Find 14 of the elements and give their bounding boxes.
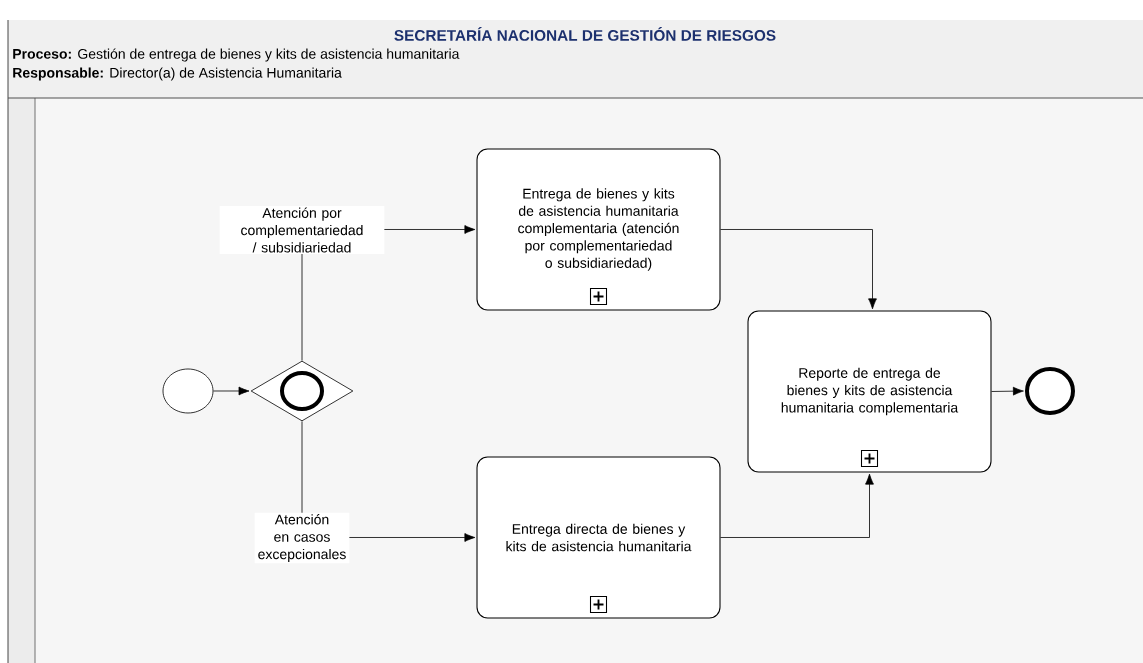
arrow [720, 473, 874, 538]
start-event-circle [162, 368, 214, 414]
subprocess-box: Reporte de entrega de bienes y kits de asistencia humanitaria complementaria [747, 310, 992, 473]
subprocess-box: Entrega de bienes y kits de asistencia humanitaria complementaria (atención por complementariedad o subsidiariedad) [476, 148, 721, 311]
arrow [720, 229, 877, 310]
title: SECRETARÍA NACIONAL DE GESTIÓN DE RIESGOS [394, 27, 776, 41]
arrow [991, 386, 1024, 396]
gateway-diamond [250, 360, 354, 422]
arrow [213, 386, 250, 396]
header-text: Proceso: Gestión de entrega de bienes y kits de asistencia humanitaria [13, 48, 460, 62]
header-text: Responsable: Director(a) de Asistencia Humanitaria [13, 67, 342, 81]
edge-label: Atención por complementariedad / subsidiariedad [219, 206, 385, 254]
edge-label: Atención en casos excepcionales [254, 512, 350, 564]
subprocess-box: Entrega directa de bienes y kits de asistencia humanitaria [476, 456, 721, 619]
